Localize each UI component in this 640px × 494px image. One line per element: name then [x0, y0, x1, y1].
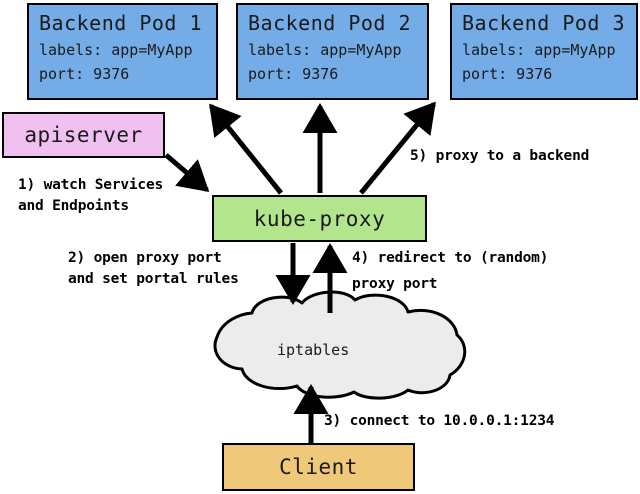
- iptables-label: iptables: [277, 341, 350, 359]
- backend-pod-3-port: port: 9376: [462, 65, 553, 83]
- edge-label-step1-line1: 1) watch Services: [18, 177, 164, 193]
- edge-label-step5: 5) proxy to a backend: [410, 148, 590, 164]
- arrow-apiserver-to-kubeproxy: [164, 153, 210, 192]
- kube-proxy-box[interactable]: kube-proxy: [212, 195, 427, 242]
- arrow-kubeproxy-to-pod1: [209, 103, 283, 195]
- backend-pod-2-box[interactable]: Backend Pod 2 labels: app=MyApp port: 93…: [236, 3, 429, 100]
- edge-label-step2-line2: and set portal rules: [68, 271, 239, 287]
- backend-pod-2-port: port: 9376: [248, 65, 339, 83]
- backend-pod-3-title: Backend Pod 3: [462, 11, 626, 35]
- client-label: Client: [279, 455, 358, 479]
- backend-pod-3-labels: labels: app=MyApp: [462, 41, 616, 59]
- apiserver-label: apiserver: [24, 123, 143, 147]
- edge-label-step4-line2: proxy port: [352, 276, 438, 292]
- client-box[interactable]: Client: [222, 443, 415, 491]
- backend-pod-3-box[interactable]: Backend Pod 3 labels: app=MyApp port: 93…: [450, 3, 638, 100]
- backend-pod-1-box[interactable]: Backend Pod 1 labels: app=MyApp port: 93…: [27, 3, 218, 100]
- backend-pod-1-port: port: 9376: [39, 65, 130, 83]
- edge-label-step1-line2: and Endpoints: [18, 198, 129, 214]
- edge-label-step4-line1: 4) redirect to (random): [352, 250, 549, 266]
- backend-pod-1-title: Backend Pod 1: [39, 11, 203, 35]
- apiserver-box[interactable]: apiserver: [2, 112, 165, 158]
- backend-pod-2-labels: labels: app=MyApp: [248, 41, 402, 59]
- edge-label-step3: 3) connect to 10.0.0.1:1234: [324, 413, 555, 429]
- backend-pod-1-labels: labels: app=MyApp: [39, 41, 193, 59]
- kube-proxy-label: kube-proxy: [253, 206, 386, 231]
- backend-pod-2-title: Backend Pod 2: [248, 11, 412, 35]
- edge-label-step2-line1: 2) open proxy port: [68, 250, 222, 266]
